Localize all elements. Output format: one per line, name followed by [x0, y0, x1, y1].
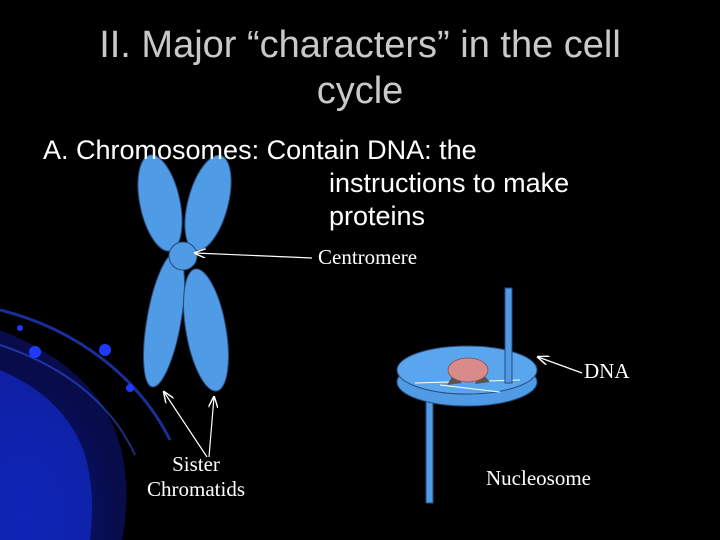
swirl-dot: [126, 384, 134, 392]
label-sister-line-1: Sister: [172, 452, 220, 476]
chromosome: [137, 154, 232, 392]
bullet-line-3: proteins: [329, 201, 426, 231]
swirl-dot: [17, 325, 23, 331]
label-dna: DNA: [584, 359, 630, 383]
title-line-1: II. Major “characters” in the cell: [99, 24, 621, 66]
sister-arrow-left: [164, 392, 208, 458]
bullet-chromosomes: A. Chromosomes: Contain DNA: the instruc…: [43, 134, 683, 233]
label-centromere: Centromere: [318, 245, 418, 269]
nucleosome-drawing: [396, 287, 538, 504]
dna-arrow: [538, 357, 583, 374]
disc-line: [439, 384, 501, 393]
chromatid-lower-right: [183, 268, 229, 392]
label-nucleosome: Nucleosome: [486, 466, 591, 490]
sister-arrow-right: [209, 397, 214, 458]
swirl-dot: [29, 346, 41, 358]
label-sister-line-2: Chromatids: [147, 477, 245, 501]
histone-core: [447, 357, 489, 383]
slide-title: II. Major “characters” in the cell cycle: [40, 22, 680, 114]
dna-strand-upper: [504, 287, 513, 384]
bullet-line-2: instructions to make: [329, 168, 570, 198]
bullet-line-1: A. Chromosomes: Contain DNA: the: [43, 135, 477, 165]
swirl-dot: [99, 344, 111, 356]
dna-strand-lower: [425, 394, 434, 504]
label-sister-chromatids: Sister Chromatids: [140, 452, 252, 502]
centromere-shape: [168, 241, 198, 271]
centromere-arrow: [195, 253, 313, 259]
title-line-2: cycle: [316, 70, 404, 112]
